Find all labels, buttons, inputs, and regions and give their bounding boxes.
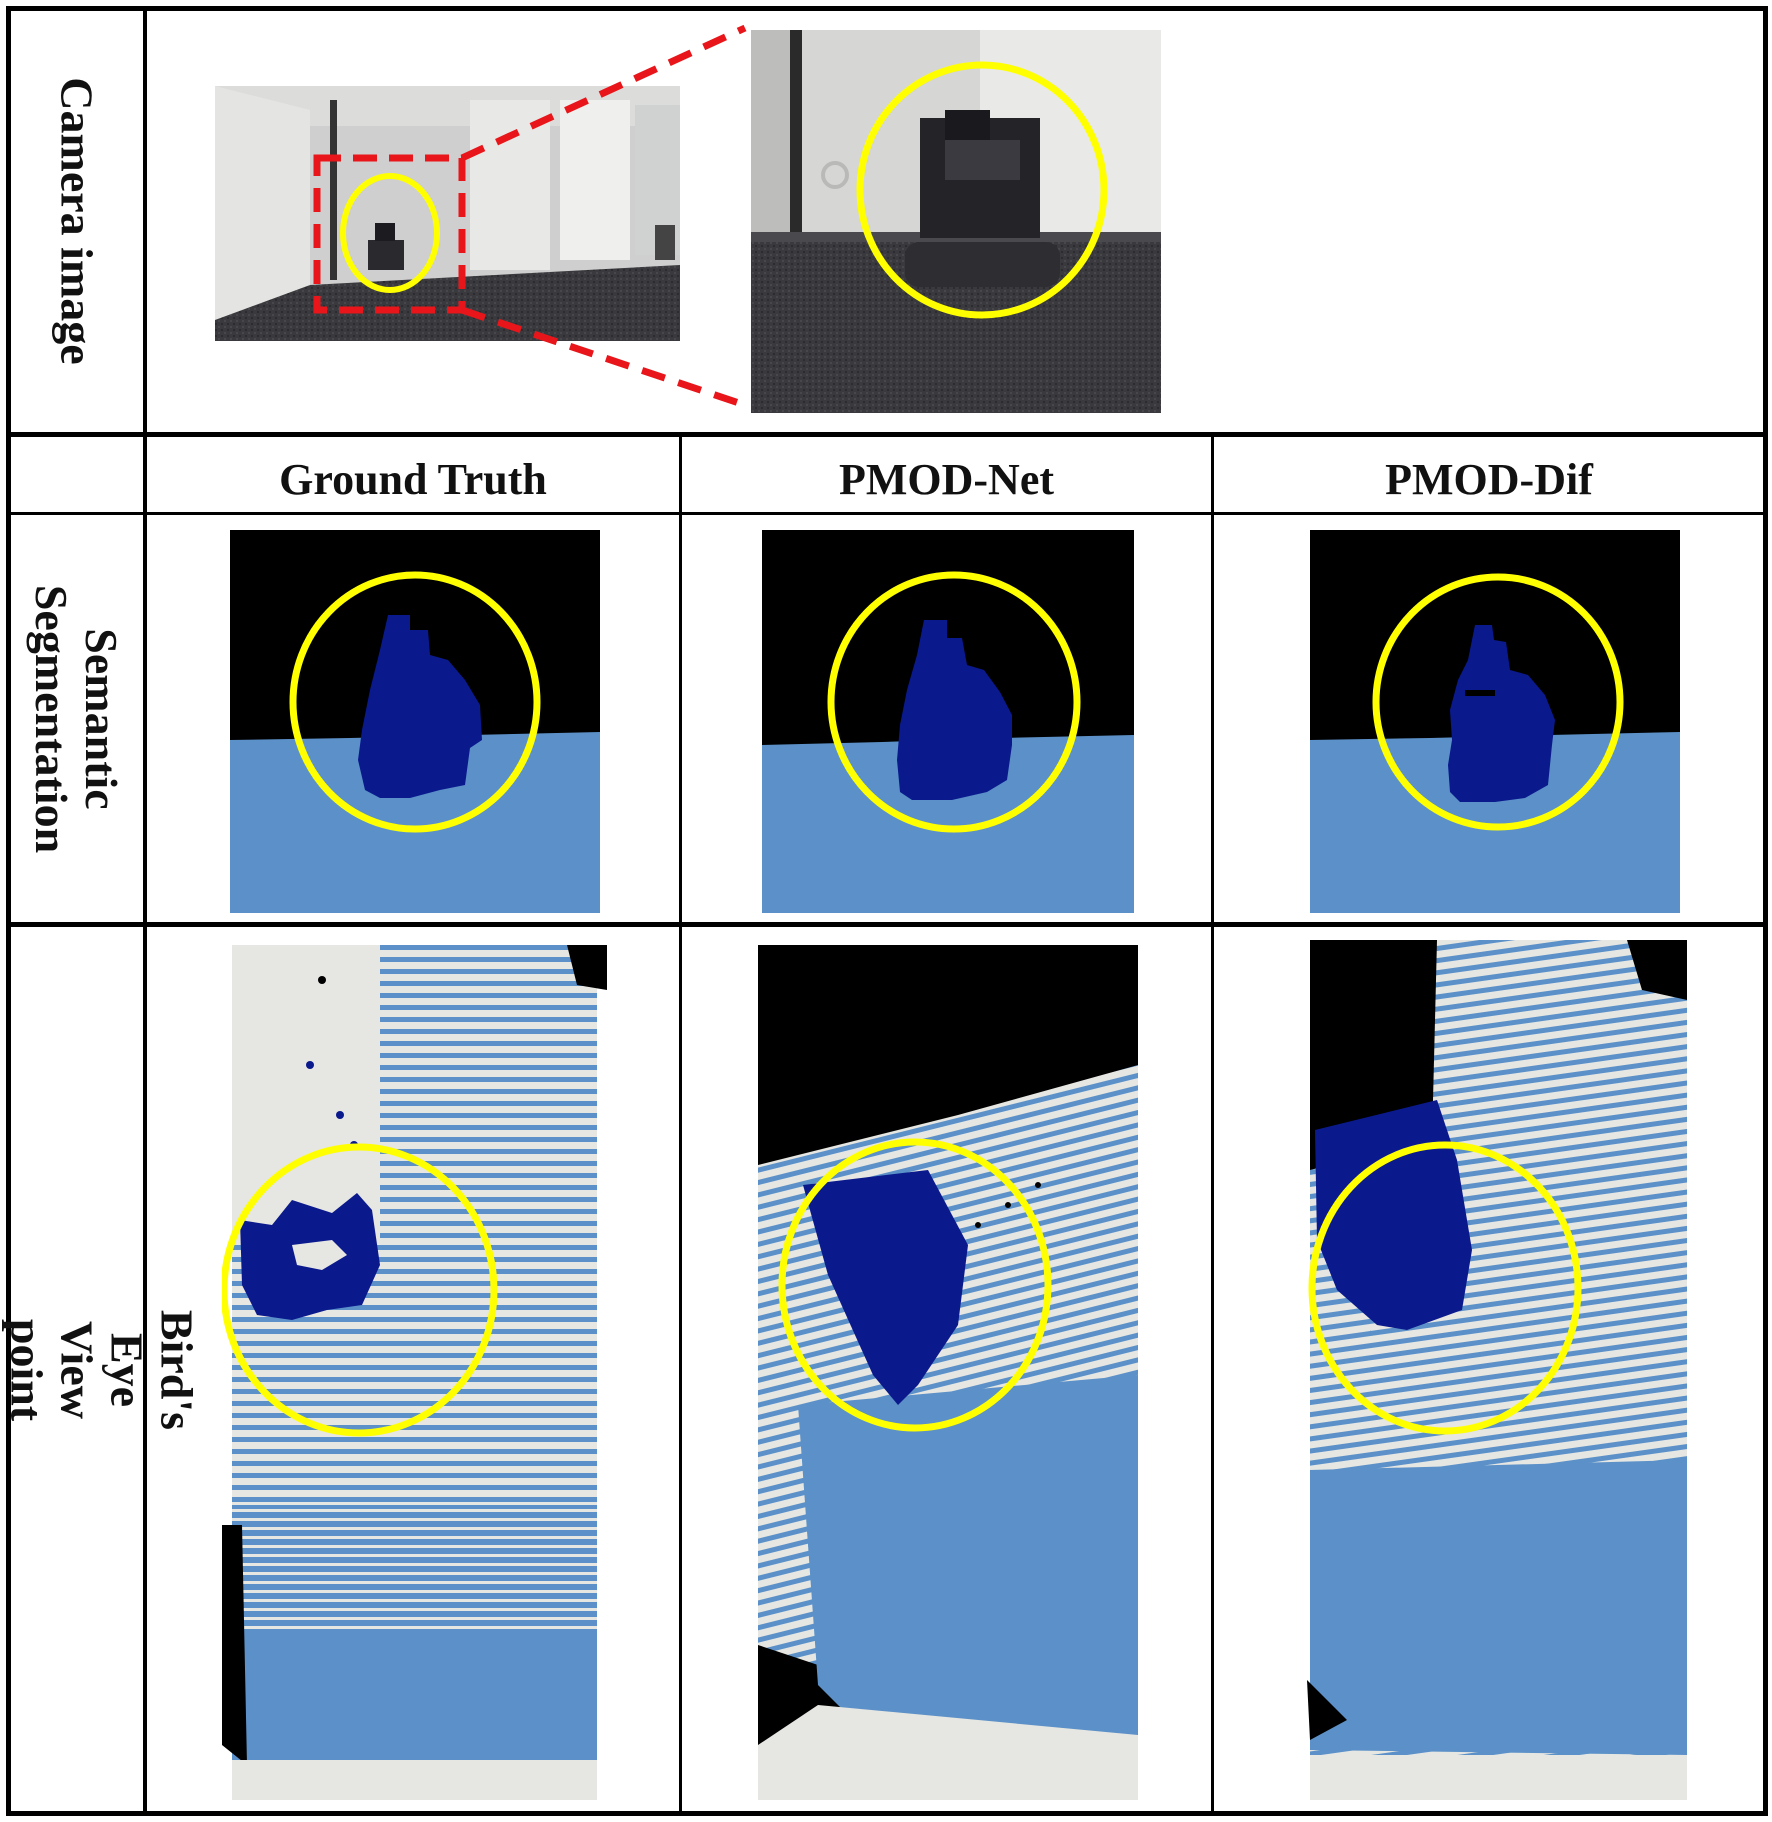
- highlight-circle-bev-net: [778, 1138, 1052, 1432]
- highlight-circle-bev-dif: [1308, 1141, 1582, 1435]
- label-column-divider: [143, 6, 147, 1816]
- highlight-circle-seg-net: [827, 571, 1081, 833]
- row-label-camera: Camera image: [10, 10, 143, 432]
- column-header-pmod-net: PMOD-Net: [838, 454, 1054, 504]
- row-label-camera-text: Camera image: [51, 77, 103, 365]
- highlight-circle-seg-dif: [1372, 573, 1624, 831]
- row-divider-header: [6, 512, 1768, 515]
- highlight-circle-camera: [340, 173, 440, 293]
- column-header-pmod-dif: PMOD-Dif: [1385, 454, 1593, 504]
- segmentation-pmod-net: [762, 530, 1134, 913]
- zoom-connector-bottom: [460, 306, 747, 409]
- bev-pmod-dif: [1307, 940, 1687, 1800]
- table-frame: [6, 6, 1768, 1816]
- segmentation-ground-truth: [230, 530, 600, 913]
- bev-ground-truth: [222, 945, 607, 1800]
- zoom-connector-top: [460, 24, 747, 162]
- highlight-circle-zoomed: [856, 61, 1108, 319]
- column-divider-1: [679, 434, 682, 1816]
- row-divider-camera: [6, 432, 1768, 437]
- highlight-circle-seg-gt: [289, 571, 541, 833]
- highlight-circle-bev-gt: [222, 1143, 498, 1437]
- row-label-bev-text: Bird's Eye View point cloud: [0, 1309, 203, 1430]
- row-label-segmentation: Semantic Segmentation: [10, 515, 143, 922]
- camera-zoomed-image: [751, 30, 1161, 413]
- camera-row-figure: [200, 20, 1200, 420]
- bev-pmod-net: [758, 945, 1138, 1800]
- camera-full-image: [215, 86, 680, 341]
- row-divider-segmentation: [6, 922, 1768, 927]
- column-divider-2: [1211, 434, 1214, 1816]
- row-label-bev: Bird's Eye View point cloud: [0, 927, 203, 1812]
- column-header-ground-truth: Ground Truth: [279, 454, 547, 504]
- zoom-region-box: [313, 154, 466, 314]
- segmentation-pmod-dif: [1310, 530, 1680, 913]
- row-label-segmentation-text: Semantic Segmentation: [26, 584, 128, 853]
